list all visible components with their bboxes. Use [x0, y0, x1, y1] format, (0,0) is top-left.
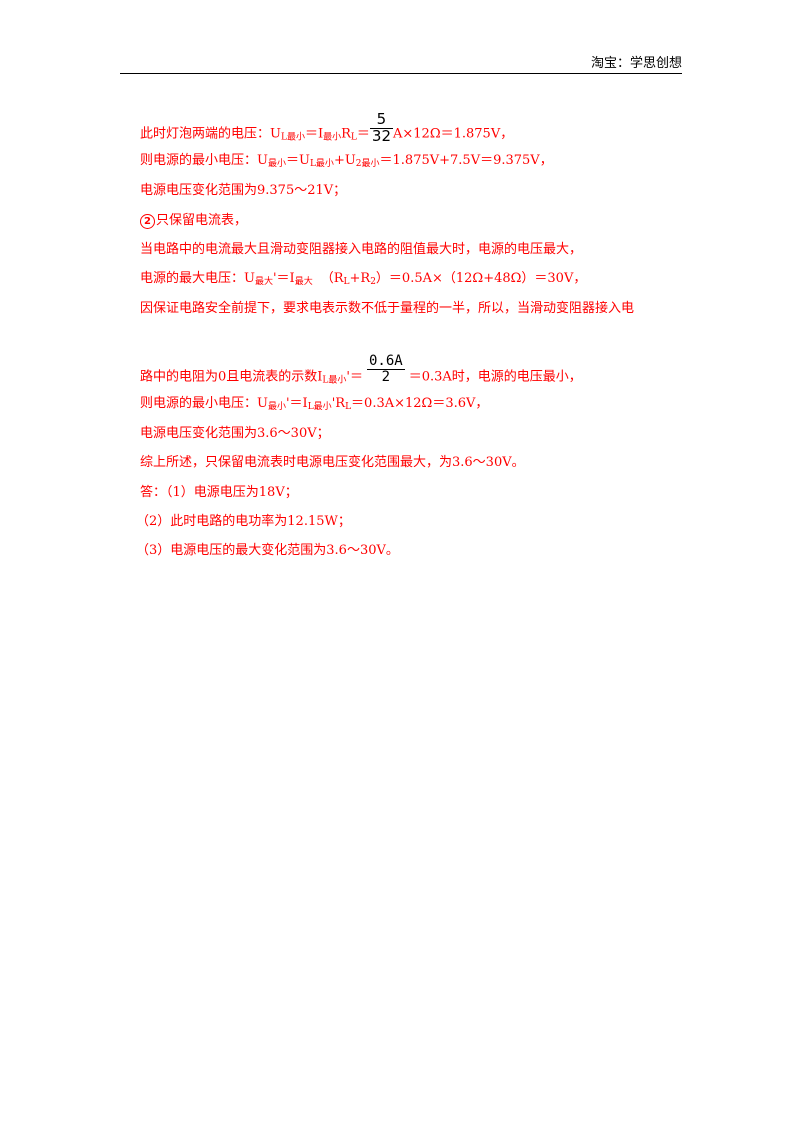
text: ＝U — [285, 153, 310, 168]
line-min-voltage-2: 则电源的最小电压：U最小'＝IL最小'RL＝0.3A×12Ω＝3.6V， — [140, 395, 488, 416]
text: '＝I — [285, 396, 308, 411]
subscript: 最小 — [267, 402, 286, 412]
text: A×12Ω＝1.875V， — [393, 126, 514, 142]
text: 则电源的最小电压：U — [140, 153, 268, 168]
text: 此时灯泡两端的电压：U — [140, 126, 281, 142]
text: 路中的电阻为0且电流表的示数I — [140, 369, 323, 385]
subscript: 最小 — [323, 132, 342, 143]
subscript: 2 — [370, 277, 376, 287]
header-title: 淘宝：学思创想 — [590, 56, 682, 71]
fraction-numerator: 0.6A — [366, 353, 405, 370]
subscript: 2最小 — [355, 159, 380, 169]
subscript: L最小 — [309, 159, 334, 169]
line-answer-2: （2）此时电路的电功率为12.15W； — [136, 514, 351, 529]
page-header: 淘宝：学思创想 — [120, 56, 682, 74]
fraction-numerator: 5 — [369, 112, 393, 129]
text: 电源的最大电压：U — [140, 271, 255, 286]
text: +U — [333, 153, 356, 168]
subscript: L最小 — [280, 132, 305, 143]
circled-number: 2 — [140, 214, 155, 229]
text: 则电源的最小电压：U — [140, 396, 268, 411]
line-answer-1: 答：（1）电源电压为18V； — [140, 485, 298, 500]
line-range-1: 电源电压变化范围为9.375～21V； — [140, 183, 347, 198]
fraction-denominator: 32 — [371, 127, 391, 145]
fraction-denominator: 2 — [381, 369, 391, 385]
line-answer-3: （3）电源电压的最大变化范围为3.6～30V。 — [136, 543, 399, 558]
subscript: L — [343, 277, 350, 287]
subscript: 最小 — [267, 159, 286, 169]
line-max-condition: 当电路中的电流最大且滑动变阻器接入电路的阻值最大时，电源的电压最大， — [140, 242, 583, 257]
subscript: L最小 — [307, 402, 332, 412]
text: ＝I — [304, 126, 324, 142]
subscript: L — [350, 132, 357, 143]
text: ＝0.3A×12Ω＝3.6V， — [351, 396, 489, 411]
line-safety: 因保证电路安全前提下，要求电表示数不低于量程的一半，所以，当滑动变阻器接入电 — [140, 301, 635, 316]
line-summary: 综上所述，只保留电流表时电源电压变化范围最大，为3.6～30V。 — [140, 455, 525, 470]
text: R — [341, 126, 351, 142]
subscript: L — [345, 402, 352, 412]
text: ＝1.875V+7.5V＝9.375V， — [379, 153, 553, 168]
subscript: 最大 — [254, 277, 273, 287]
text: 'R — [331, 396, 346, 411]
subscript: L最小 — [322, 375, 347, 386]
text: '＝I — [272, 271, 295, 286]
text: ）＝0.5A×（12Ω+48Ω）＝30V， — [375, 271, 587, 286]
line-max-voltage: 电源的最大电压：U最大'＝I最大（RL+R2）＝0.5A×（12Ω+48Ω）＝3… — [140, 270, 586, 291]
line-min-voltage: 则电源的最小电压：U最小＝UL最小+U2最小＝1.875V+7.5V＝9.375… — [140, 152, 553, 173]
text: （R — [320, 271, 344, 286]
text: '＝ — [346, 369, 363, 385]
text: +R — [349, 271, 371, 286]
text: 只保留电流表， — [156, 213, 248, 228]
text: ＝0.3A时，电源的电压最小， — [408, 369, 582, 385]
line-range-2: 电源电压变化范围为3.6～30V； — [140, 426, 330, 441]
text: ＝ — [356, 126, 370, 142]
subscript: 最大 — [294, 277, 313, 287]
